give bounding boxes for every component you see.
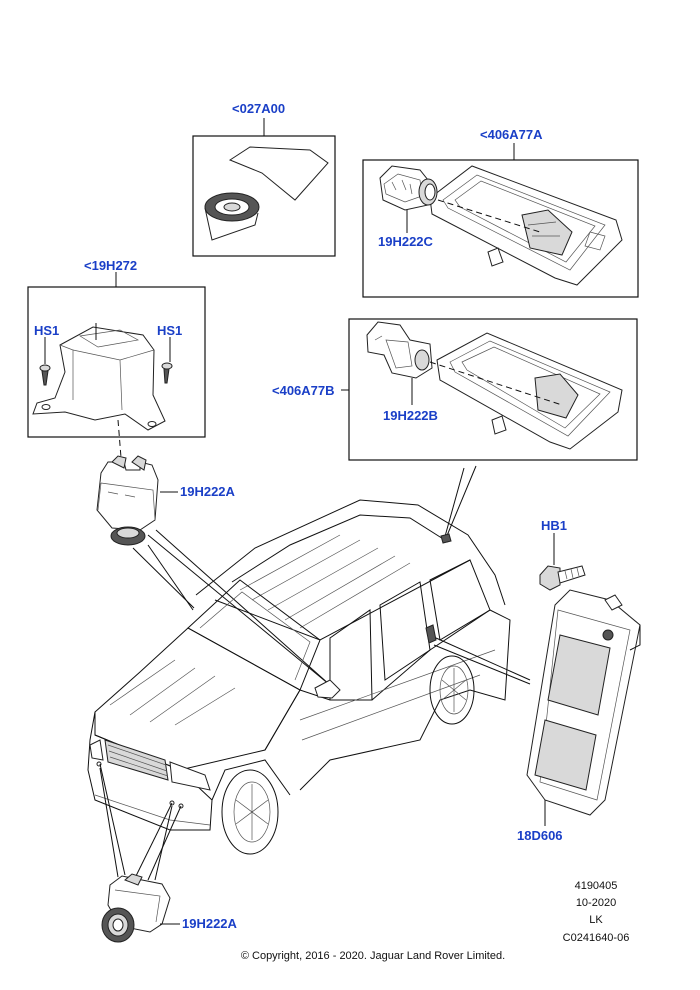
callout-hb1[interactable]: HB1 bbox=[541, 518, 567, 533]
camera-bracket-b bbox=[436, 332, 623, 450]
camera-19H222A-front-top bbox=[96, 455, 159, 546]
bolt-hb1 bbox=[539, 533, 586, 591]
kit-406A77B: <406A77B 19H222B bbox=[272, 318, 638, 461]
rear-wheel bbox=[429, 655, 475, 725]
camera-19H222C bbox=[379, 165, 438, 211]
side-camera-mount bbox=[425, 624, 437, 644]
copyright-notice: © Copyright, 2016 - 2020. Jaguar Land Ro… bbox=[241, 950, 505, 962]
callout-406A77A[interactable]: <406A77A bbox=[480, 127, 543, 142]
tape-roll bbox=[204, 192, 260, 241]
author-initials: LK bbox=[589, 914, 603, 926]
callout-19H222B[interactable]: 19H222B bbox=[383, 408, 438, 423]
callout-19H222A-top[interactable]: 19H222A bbox=[180, 484, 236, 499]
callout-406A77B[interactable]: <406A77B bbox=[272, 383, 335, 398]
module-18D606 bbox=[526, 589, 641, 816]
callout-19H272[interactable]: <19H272 bbox=[84, 258, 137, 273]
callout-19H222C[interactable]: 19H222C bbox=[378, 234, 434, 249]
kit-027A00: <027A00 bbox=[192, 101, 336, 257]
callout-18D606[interactable]: 18D606 bbox=[517, 828, 563, 843]
kit-19H272: <19H272 HS1 HS1 bbox=[27, 258, 206, 438]
front-wheel bbox=[211, 759, 291, 855]
camera-cover bbox=[32, 323, 166, 431]
camera-bracket-a bbox=[429, 165, 623, 286]
vehicle-outline bbox=[87, 499, 511, 855]
camera-19H222A-front-bottom bbox=[101, 873, 171, 943]
ref-number: 4190405 bbox=[575, 880, 618, 892]
screw-hs1-right bbox=[161, 337, 173, 384]
drawing-code: C0241640-06 bbox=[563, 932, 630, 944]
kit-406A77A: <406A77A 19H222C bbox=[362, 127, 639, 298]
side-mirror bbox=[314, 679, 341, 699]
callout-hs1-left[interactable]: HS1 bbox=[34, 323, 59, 338]
callout-19H222A-bottom[interactable]: 19H222A bbox=[182, 916, 238, 931]
callout-027A00[interactable]: <027A00 bbox=[232, 101, 285, 116]
adhesive-sheet bbox=[228, 146, 329, 201]
revision-date: 10-2020 bbox=[576, 897, 616, 909]
roof-camera-mount bbox=[440, 533, 452, 544]
callout-hs1-right[interactable]: HS1 bbox=[157, 323, 182, 338]
screw-hs1-left bbox=[39, 337, 51, 386]
box-406A77A bbox=[362, 159, 639, 298]
camera-19H222B bbox=[366, 321, 433, 379]
